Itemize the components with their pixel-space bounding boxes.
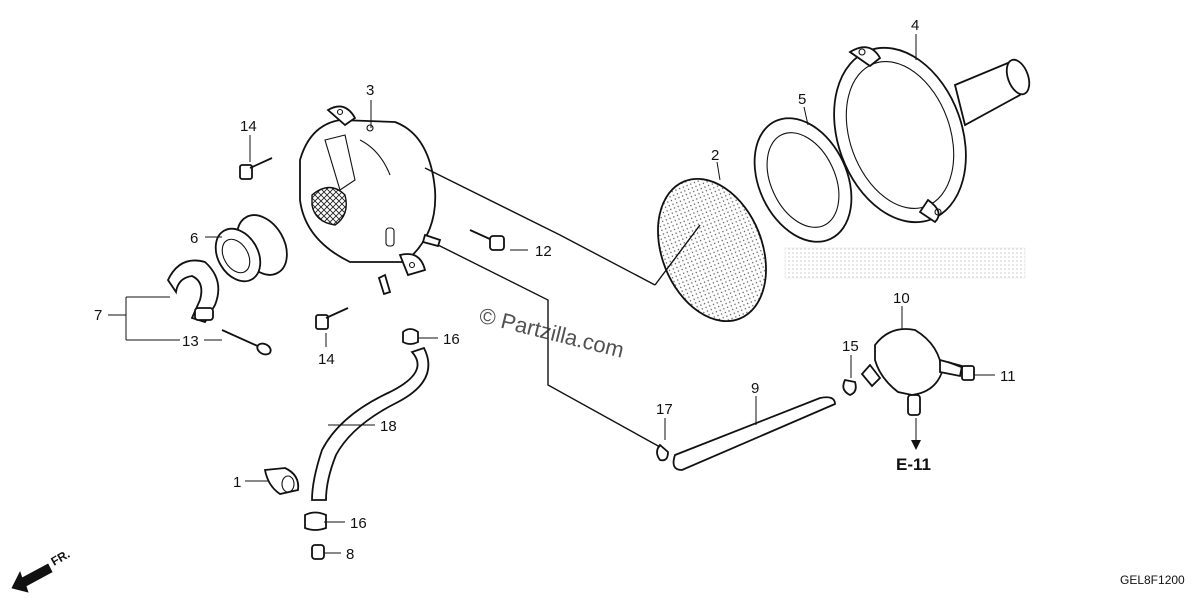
callout-1: 1 xyxy=(233,474,241,491)
callout-16-upper: 16 xyxy=(443,331,460,348)
callout-15: 15 xyxy=(842,338,859,355)
callout-7: 7 xyxy=(94,307,102,324)
callout-6: 6 xyxy=(190,230,198,247)
part-1-clamp[interactable] xyxy=(263,467,300,495)
callout-14-upper: 14 xyxy=(240,118,257,135)
callout-10: 10 xyxy=(893,290,910,307)
partzilla-watermark: © Partzilla.com xyxy=(477,303,627,363)
part-14-bolt-lower[interactable] xyxy=(315,307,349,330)
callout-9: 9 xyxy=(751,380,759,397)
part-18-drain-tube[interactable] xyxy=(311,346,430,501)
part-4-air-cleaner-case[interactable] xyxy=(811,29,1034,241)
part-2-filter-element[interactable] xyxy=(638,163,786,338)
callout-8: 8 xyxy=(346,546,354,563)
callout-18: 18 xyxy=(380,418,397,435)
part-16-clip-upper[interactable] xyxy=(402,328,419,345)
part-12-bolt[interactable] xyxy=(469,229,505,251)
part-14-bolt-upper[interactable] xyxy=(239,157,273,180)
honda-watermark-logo xyxy=(784,247,1026,279)
part-16-clip-lower[interactable] xyxy=(304,511,327,531)
part-10-breather-separator[interactable] xyxy=(860,328,964,416)
callout-12: 12 xyxy=(535,243,552,260)
part-6-connecting-tube[interactable] xyxy=(207,206,297,289)
part-13-screw[interactable] xyxy=(221,329,272,356)
callout-17: 17 xyxy=(656,401,673,418)
part-9-breather-tube[interactable] xyxy=(672,396,836,471)
section-reference-e11[interactable]: E-11 xyxy=(896,455,931,474)
callout-14-lower: 14 xyxy=(318,351,335,368)
callout-11: 11 xyxy=(1000,368,1016,385)
callout-4: 4 xyxy=(911,17,919,34)
front-label: FR. xyxy=(49,547,73,569)
part-7-tube-band[interactable] xyxy=(166,259,220,324)
part-15-clip[interactable] xyxy=(842,378,857,396)
callout-5: 5 xyxy=(798,91,806,108)
part-8-plug[interactable] xyxy=(311,544,325,560)
callout-16-lower: 16 xyxy=(350,515,367,532)
diagram-reference-code: GEL8F1200 xyxy=(1120,573,1185,587)
front-direction-marker: FR. xyxy=(11,547,73,593)
part-5-packing-ring[interactable] xyxy=(736,102,871,257)
part-17-clip[interactable] xyxy=(656,443,669,462)
callout-3: 3 xyxy=(366,82,374,99)
callout-13: 13 xyxy=(182,333,199,350)
part-3-air-cleaner-cover[interactable] xyxy=(299,105,442,296)
callout-2: 2 xyxy=(711,147,719,164)
assembly-lines xyxy=(108,34,995,554)
part-11-screw[interactable] xyxy=(947,361,975,381)
